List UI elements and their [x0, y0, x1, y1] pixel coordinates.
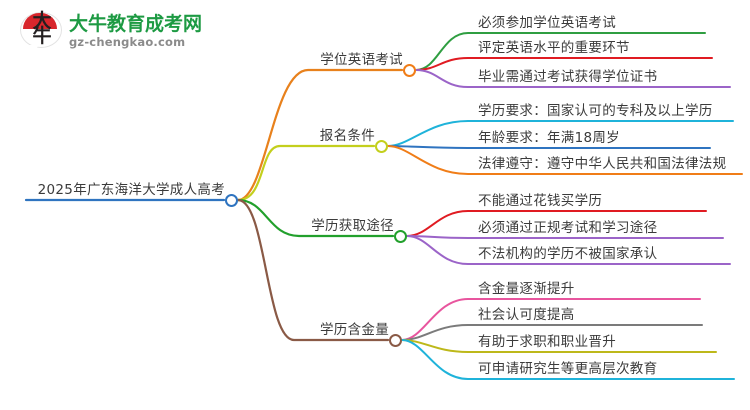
leaf-label-2-1[interactable]: 学历要求：国家认可的专科及以上学历	[478, 103, 713, 119]
branch-node-1[interactable]	[402, 63, 416, 77]
logo-url: gz-chengkao.com	[69, 35, 186, 49]
branch-label-2[interactable]: 报名条件	[319, 128, 375, 144]
logo-char-bottom: 牛	[32, 25, 51, 47]
connector-path	[236, 198, 390, 342]
leaf-label-3-1[interactable]: 不能通过花钱买学历	[478, 193, 603, 209]
leaf-label-1-2[interactable]: 评定英语水平的重要环节	[478, 40, 630, 56]
branch-label-1[interactable]: 学位英语考试	[320, 52, 403, 68]
leaf-label-4-1[interactable]: 含金量逐渐提升	[478, 281, 575, 297]
connector-path	[406, 235, 731, 265]
connector-path	[406, 235, 724, 239]
leaf-label-3-3[interactable]: 不法机构的学历不被国家承认	[478, 246, 658, 262]
connector-path	[401, 324, 703, 341]
root-node[interactable]	[224, 193, 238, 207]
connector-path	[387, 145, 743, 175]
leaf-label-3-2[interactable]: 必须通过正规考试和学习途径	[478, 220, 658, 236]
branch-node-2[interactable]	[374, 139, 388, 153]
connector-path	[236, 198, 395, 238]
logo-red-arc-icon	[23, 13, 57, 29]
connector-path	[387, 120, 734, 147]
logo-text: 大牛教育成考网 gz-chengkao.com	[69, 13, 202, 49]
logo-characters: 大 牛	[18, 10, 62, 47]
connector-path	[236, 68, 404, 202]
branch-label-3[interactable]: 学历获取途径	[311, 218, 394, 234]
leaf-label-2-3[interactable]: 法律遵守：遵守中华人民共和国法律法规	[478, 156, 727, 172]
branch-node-4[interactable]	[388, 333, 402, 347]
leaf-label-1-3[interactable]: 毕业需通过考试获得学位证书	[478, 69, 658, 85]
leaf-label-4-2[interactable]: 社会认可度提高	[478, 307, 575, 323]
logo-mark-icon: 大 牛	[18, 10, 62, 54]
connector-path	[401, 339, 735, 380]
connector-path	[236, 144, 376, 202]
branch-label-4[interactable]: 学历含金量	[320, 322, 389, 338]
connector-path	[415, 69, 731, 88]
leaf-label-4-4[interactable]: 可申请研究生等更高层次教育	[478, 361, 658, 377]
leaf-label-4-3[interactable]: 有助于求职和职业晋升	[478, 334, 616, 350]
logo-title: 大牛教育成考网	[69, 13, 203, 35]
site-logo: 大 牛 大牛教育成考网 gz-chengkao.com	[18, 8, 208, 54]
leaf-label-2-2[interactable]: 年龄要求：年满18周岁	[478, 130, 620, 146]
root-node-label[interactable]: 2025年广东海洋大学成人高考	[37, 182, 225, 198]
branch-node-3[interactable]	[393, 229, 407, 243]
logo-char-top: 大	[32, 10, 51, 32]
connector-path	[387, 145, 711, 149]
leaf-label-1-1[interactable]: 必须参加学位英语考试	[478, 15, 616, 31]
